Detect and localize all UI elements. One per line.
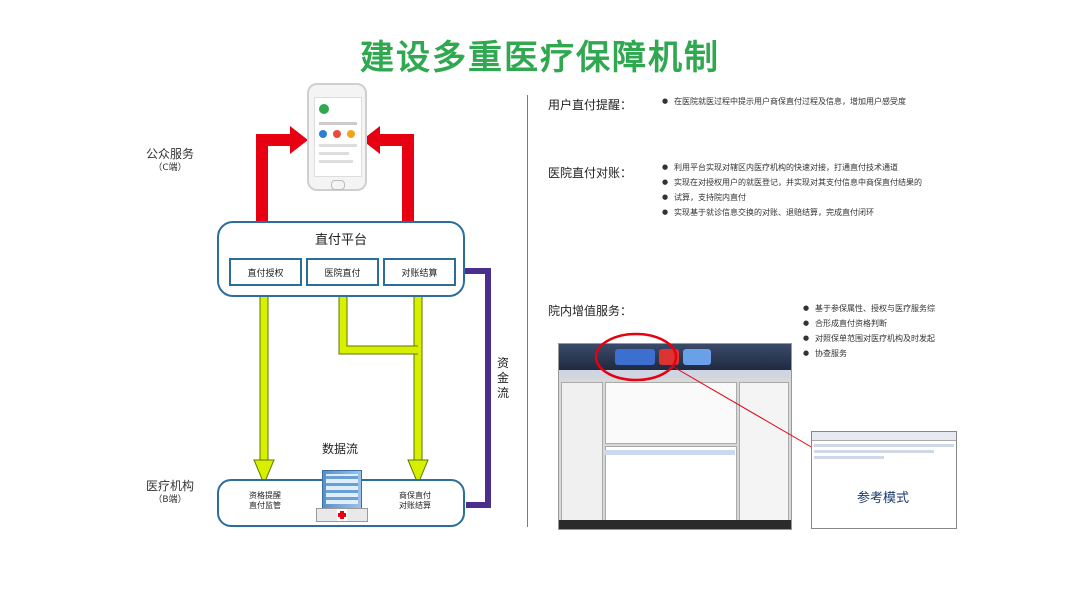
reference-mode-window: [811, 431, 957, 529]
pointer-line: [672, 366, 820, 452]
reference-mode-label: 参考模式: [811, 487, 955, 506]
highlight-circle: [596, 334, 676, 380]
